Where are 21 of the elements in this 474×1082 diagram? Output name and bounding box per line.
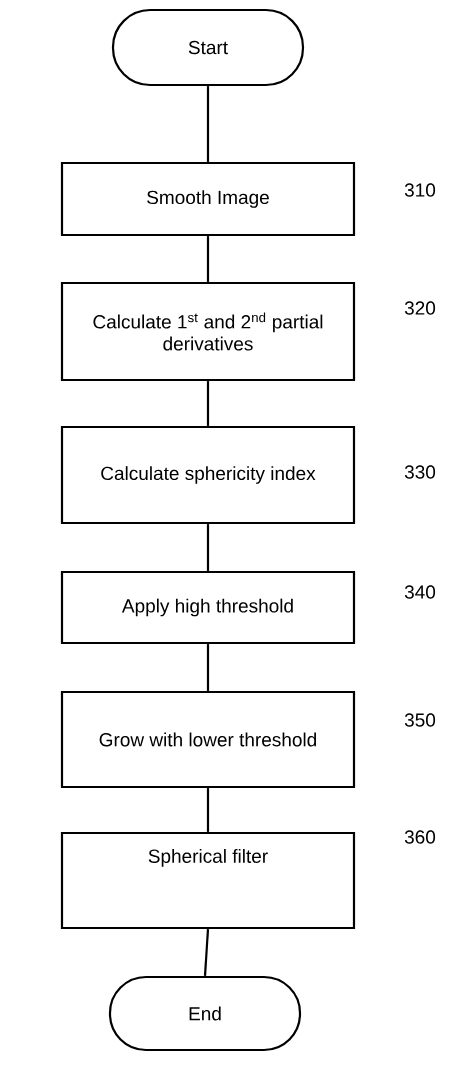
connector-line	[206, 86, 210, 162]
process-box: Smooth Image	[60, 161, 356, 237]
connector-line	[206, 381, 210, 426]
process-box: Calculate sphericity index	[60, 425, 356, 525]
reference-number: 320	[404, 301, 436, 315]
process-box: Spherical filter	[60, 831, 356, 930]
reference-number: 340	[404, 585, 436, 599]
reference-number: 350	[404, 713, 436, 727]
process-box: Apply high threshold	[60, 570, 356, 645]
connector-line	[206, 644, 210, 691]
terminator: Start	[111, 8, 305, 87]
terminator: End	[108, 975, 302, 1052]
reference-number: 330	[404, 465, 436, 479]
reference-number: 360	[404, 830, 436, 844]
connector-line	[206, 236, 210, 282]
process-box: Grow with lower threshold	[60, 690, 356, 789]
connector-line	[206, 788, 210, 832]
connector-line	[203, 929, 210, 976]
connector-line	[206, 524, 210, 571]
process-box: Calculate 1$^{st}$ and 2$^{nd}$ partial derivatives	[60, 281, 356, 382]
reference-number: 310	[404, 183, 436, 197]
